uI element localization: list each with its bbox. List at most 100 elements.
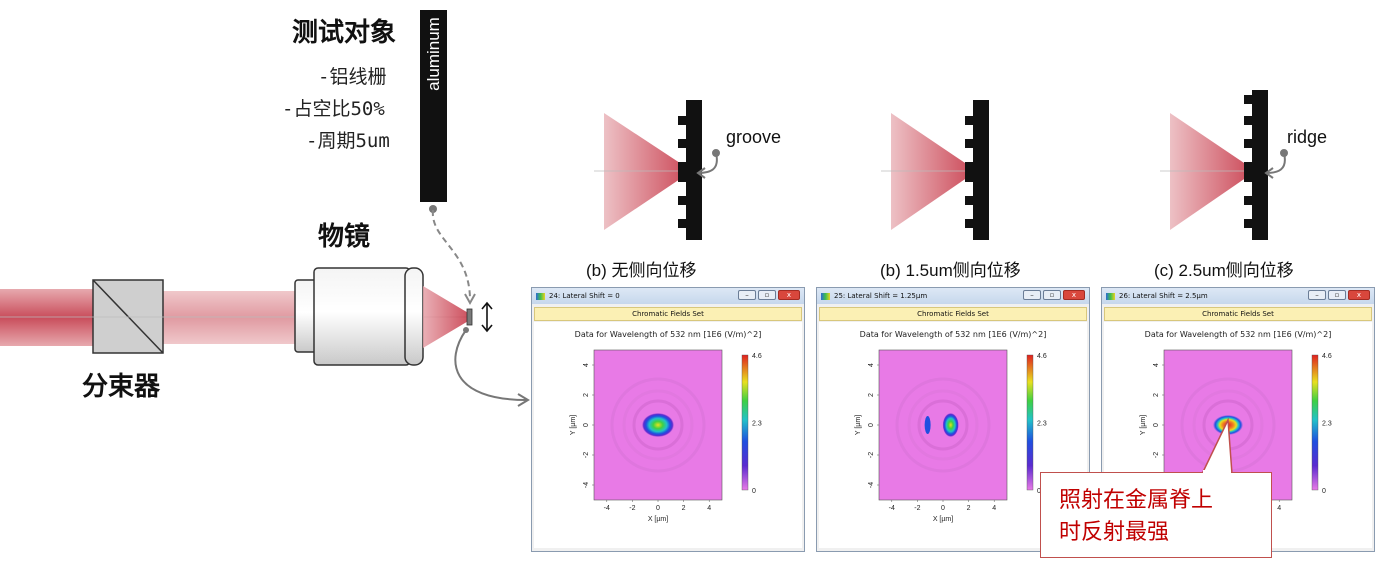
x-tick-label: -4 xyxy=(604,505,610,512)
maximize-button[interactable]: ▫ xyxy=(758,290,776,300)
objective-lens xyxy=(294,267,424,366)
y-tick-label: -2 xyxy=(1153,452,1160,458)
y-tick-label: 4 xyxy=(1153,363,1160,367)
dashed-connector xyxy=(431,209,471,301)
x-tick-label: -4 xyxy=(889,505,895,512)
test-object-title: 测试对象 xyxy=(292,18,397,48)
aluminum-label: aluminum xyxy=(424,17,443,91)
x-tick-label: 4 xyxy=(707,505,711,512)
schematics xyxy=(594,90,1288,240)
y-tick-label: -2 xyxy=(583,452,590,458)
y-axis-label: Y [µm] xyxy=(570,415,577,435)
translation-arrow-icon xyxy=(481,301,493,333)
beam-splitter-label: 分束器 xyxy=(82,372,161,402)
y-tick-label: 4 xyxy=(868,363,875,367)
y-tick-label: 0 xyxy=(1153,423,1160,427)
caption-2: (c) 2.5um侧向位移 xyxy=(1154,261,1294,280)
colorbar-tick-label: 2.3 xyxy=(1322,421,1332,428)
ridge-tag: ridge xyxy=(1287,127,1328,147)
colorbar-tick-label: 4.6 xyxy=(752,353,762,360)
field-window-1[interactable]: 25: Lateral Shift = 1.25µm – ▫ x Chromat… xyxy=(816,287,1090,552)
groove-pointer xyxy=(696,149,720,179)
minimize-button[interactable]: – xyxy=(1023,290,1041,300)
callout-pointer xyxy=(1200,418,1233,475)
app-icon xyxy=(1106,292,1115,300)
minimize-button[interactable]: – xyxy=(738,290,756,300)
data-label: Data for Wavelength of 532 nm [1E6 (V/m)… xyxy=(859,330,1047,339)
x-axis-label: X [µm] xyxy=(648,516,668,523)
schematic-ridge xyxy=(1160,90,1268,240)
input-beam xyxy=(0,289,95,346)
y-tick-label: 2 xyxy=(583,393,590,397)
callout-line-1: 照射在金属脊上 xyxy=(1059,488,1214,513)
y-axis-label: Y [µm] xyxy=(855,415,862,435)
y-tick-label: 0 xyxy=(868,423,875,427)
beam-splitter-cube xyxy=(92,279,164,354)
spec-line-1: -铝线栅 xyxy=(318,66,387,88)
schematic-shift-1p5 xyxy=(881,100,989,240)
focus-cone xyxy=(423,286,470,348)
maximize-button[interactable]: ▫ xyxy=(1328,290,1346,300)
close-button[interactable]: x xyxy=(1063,290,1085,300)
close-button[interactable]: x xyxy=(1348,290,1370,300)
spec-line-3: -周期5um xyxy=(306,130,390,152)
objective-label: 物镜 xyxy=(318,222,371,252)
colorbar-tick-label: 4.6 xyxy=(1322,353,1332,360)
optical-setup xyxy=(0,10,530,407)
x-tick-label: -2 xyxy=(914,505,920,512)
colorbar-tick-label: 2.3 xyxy=(752,421,762,428)
window-titlebar[interactable]: 25: Lateral Shift = 1.25µm – ▫ x xyxy=(817,288,1089,304)
caption-1: (b) 1.5um侧向位移 xyxy=(880,261,1021,280)
colorbar-tick-label: 4.6 xyxy=(1037,353,1047,360)
header-bar: Chromatic Fields Set xyxy=(819,307,1087,321)
minimize-button[interactable]: – xyxy=(1308,290,1326,300)
y-axis-label: Y [µm] xyxy=(1140,415,1147,435)
callout-line-2: 时反射最强 xyxy=(1059,520,1170,545)
field-plot[interactable]: -4 -4 -2 -2 0 0 2 2 4 4 X [µm] Y [µm] 4.6 2.3 0 xyxy=(819,322,1087,548)
header-bar: Chromatic Fields Set xyxy=(1104,307,1372,321)
x-tick-label: 2 xyxy=(682,505,686,512)
colorbar-tick-label: 2.3 xyxy=(1037,421,1047,428)
x-tick-label: 0 xyxy=(941,505,945,512)
colorbar-tick-label: 0 xyxy=(752,488,756,495)
plot-area: Data for Wavelength of 532 nm [1E6 (V/m)… xyxy=(534,322,802,548)
caption-0: (b) 无侧向位移 xyxy=(586,261,697,280)
x-tick-label: 2 xyxy=(967,505,971,512)
hotspot xyxy=(642,413,674,437)
aluminum-bar xyxy=(420,10,447,202)
colorbar xyxy=(1311,354,1319,491)
spec-line-2: -占空比50% xyxy=(282,98,385,120)
window-title: 24: Lateral Shift = 0 xyxy=(549,292,620,300)
y-tick-label: 0 xyxy=(583,423,590,427)
colorbar xyxy=(1026,354,1034,491)
hotspot xyxy=(942,413,959,437)
callout-box: 照射在金属脊上 时反射最强 xyxy=(1040,472,1272,558)
close-button[interactable]: x xyxy=(778,290,800,300)
y-tick-label: 4 xyxy=(583,363,590,367)
x-tick-label: 4 xyxy=(1277,505,1281,512)
data-label: Data for Wavelength of 532 nm [1E6 (V/m)… xyxy=(574,330,762,339)
app-icon xyxy=(536,292,545,300)
y-tick-label: -2 xyxy=(868,452,875,458)
x-tick-label: 0 xyxy=(656,505,660,512)
x-tick-label: 4 xyxy=(992,505,996,512)
ridge-pointer xyxy=(1264,149,1288,179)
beam-between xyxy=(162,291,297,344)
schematic-groove xyxy=(594,100,702,240)
y-tick-label: -4 xyxy=(868,482,875,488)
window-title: 26: Lateral Shift = 2.5µm xyxy=(1119,292,1208,300)
window-titlebar[interactable]: 24: Lateral Shift = 0 – ▫ x xyxy=(532,288,804,304)
window-titlebar[interactable]: 26: Lateral Shift = 2.5µm – ▫ x xyxy=(1102,288,1374,304)
maximize-button[interactable]: ▫ xyxy=(1043,290,1061,300)
y-tick-label: 2 xyxy=(868,393,875,397)
y-tick-label: 2 xyxy=(1153,393,1160,397)
field-window-0[interactable]: 24: Lateral Shift = 0 – ▫ x Chromatic Fi… xyxy=(531,287,805,552)
app-icon xyxy=(821,292,830,300)
colorbar-tick-label: 0 xyxy=(1037,488,1041,495)
x-axis-label: X [µm] xyxy=(933,516,953,523)
y-tick-label: -4 xyxy=(583,482,590,488)
window-title: 25: Lateral Shift = 1.25µm xyxy=(834,292,928,300)
header-bar: Chromatic Fields Set xyxy=(534,307,802,321)
result-arrow xyxy=(454,329,528,401)
